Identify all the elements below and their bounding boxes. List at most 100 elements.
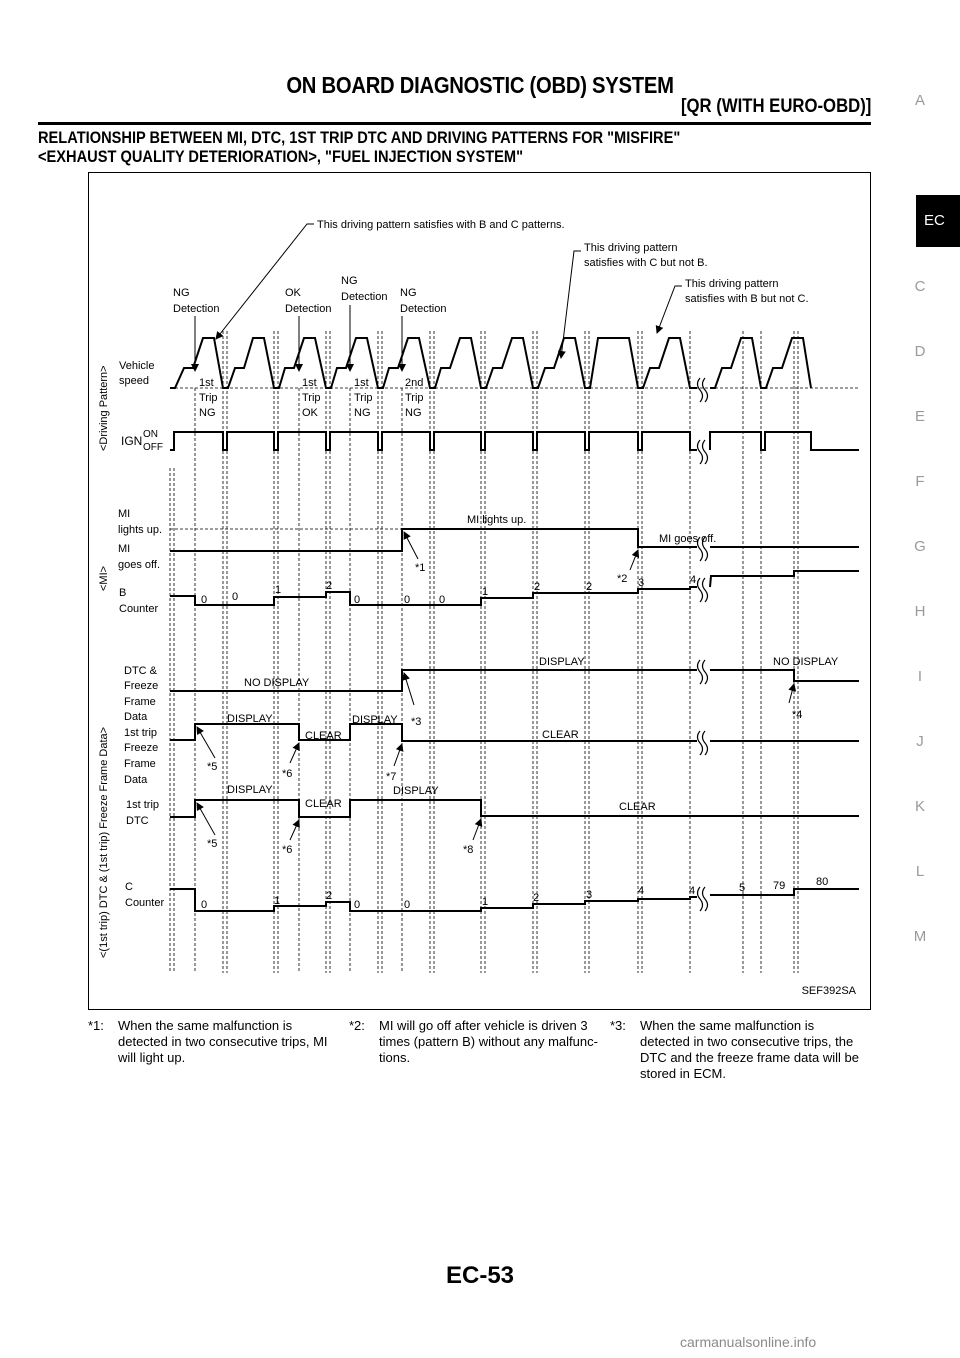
svg-text:*7: *7: [386, 771, 396, 783]
ign-signal: [170, 431, 859, 451]
svg-text:Trip: Trip: [199, 392, 218, 404]
tab-j[interactable]: J: [916, 733, 924, 750]
svg-text:*5: *5: [207, 761, 217, 773]
svg-text:0: 0: [354, 594, 360, 606]
svg-text:4: 4: [638, 885, 644, 897]
svg-text:Trip: Trip: [405, 392, 424, 404]
svg-text:NG: NG: [199, 407, 216, 419]
svg-text:DTC: DTC: [126, 815, 149, 827]
svg-text:3: 3: [586, 889, 592, 901]
svg-text:Counter: Counter: [125, 897, 164, 909]
svg-text:CLEAR: CLEAR: [619, 801, 656, 813]
tab-ec-active[interactable]: EC: [916, 195, 960, 247]
section-title: RELATIONSHIP BETWEEN MI, DTC, 1ST TRIP D…: [38, 128, 760, 166]
timing-diagram: This driving pattern satisfies with B an…: [98, 219, 859, 973]
b-counter-values: 0 0 1 2 0 0 0 1 2 2 3 4: [201, 574, 696, 606]
svg-text:DISPLAY: DISPLAY: [352, 714, 398, 726]
callout-arrows: [215, 223, 682, 359]
svg-text:Vehicle: Vehicle: [119, 360, 154, 372]
svg-text:Frame: Frame: [124, 758, 156, 770]
break-symbols: [696, 377, 709, 912]
tab-e[interactable]: E: [914, 408, 925, 425]
header-divider: [38, 122, 871, 125]
callout-bc: This driving pattern satisfies with B an…: [317, 219, 565, 231]
svg-text:OFF: OFF: [143, 442, 163, 453]
tab-d[interactable]: D: [914, 343, 926, 360]
watermark[interactable]: carmanualsonline.info: [680, 1334, 817, 1350]
svg-text:2: 2: [326, 890, 332, 902]
svg-text:1st trip: 1st trip: [126, 799, 159, 811]
tab-k[interactable]: K: [914, 798, 925, 815]
svg-text:speed: speed: [119, 375, 149, 387]
svg-text:Counter: Counter: [119, 603, 158, 615]
page-header-title: ON BOARD DIAGNOSTIC (OBD) SYSTEM: [286, 72, 674, 98]
b-counter-signal: [170, 570, 859, 606]
callout-c-not-b-1: This driving pattern: [584, 242, 678, 254]
svg-text:0: 0: [439, 594, 445, 606]
footnote-2: *2: MI will go off after vehicle is driv…: [349, 1018, 598, 1065]
marker-arrows: [196, 531, 797, 841]
c-counter-values: 0 1 2 0 0 1 2 3 4 4 5 79 80: [201, 876, 828, 911]
svg-text:lights up.: lights up.: [118, 524, 162, 536]
svg-text:*1: *1: [415, 562, 425, 574]
detection-label: Detection: [400, 303, 446, 315]
svg-text:DISPLAY: DISPLAY: [227, 784, 273, 796]
svg-text:DISPLAY: DISPLAY: [227, 713, 273, 725]
svg-text:1: 1: [482, 586, 488, 598]
svg-text:CLEAR: CLEAR: [305, 730, 342, 742]
svg-text:79: 79: [773, 880, 785, 892]
detection-label: OK: [285, 287, 302, 299]
svg-text:DISPLAY: DISPLAY: [393, 785, 439, 797]
tab-h[interactable]: H: [914, 603, 926, 620]
tab-g[interactable]: G: [914, 538, 926, 555]
tab-l[interactable]: L: [915, 863, 925, 880]
footnote-1: *1: When the same malfunction is detecte…: [88, 1018, 328, 1065]
svg-text:Trip: Trip: [354, 392, 373, 404]
tab-i[interactable]: I: [917, 668, 923, 685]
tab-a[interactable]: A: [914, 92, 925, 109]
figure-id: SEF392SA: [801, 985, 856, 997]
svg-text:1: 1: [274, 895, 280, 907]
svg-text:Freeze: Freeze: [124, 742, 158, 754]
mi-signal: [170, 528, 859, 552]
detection-arrows: [191, 305, 406, 372]
grid-lines: [169, 331, 799, 973]
signal-labels: MI lights up. MI goes off. NO DISPLAY DI…: [227, 514, 839, 813]
svg-text:*8: *8: [463, 844, 473, 856]
page-header-subtitle: [QR (WITH EURO-OBD)]: [680, 96, 871, 117]
timing-diagram-figure: This driving pattern satisfies with B an…: [88, 172, 871, 1010]
svg-text:0: 0: [201, 899, 207, 911]
tab-m[interactable]: M: [913, 928, 927, 945]
footnote-markers: *1 *2 *3 *4 *5 *6 *7 *5 *6 *8: [207, 562, 802, 856]
svg-text:1: 1: [482, 896, 488, 908]
callout-c-not-b-2: satisfies with C but not B.: [584, 257, 708, 269]
svg-text:1st: 1st: [302, 377, 317, 389]
svg-text:1st: 1st: [354, 377, 369, 389]
svg-text:2: 2: [586, 581, 592, 593]
footnote-3: *3: When the same malfunction is detecte…: [610, 1018, 859, 1081]
svg-text:Data: Data: [124, 774, 148, 786]
tab-f[interactable]: F: [915, 473, 925, 490]
footnotes: *1: When the same malfunction is detecte…: [88, 1018, 871, 1082]
svg-text:MI lights up.: MI lights up.: [467, 514, 526, 526]
section-title-line1: RELATIONSHIP BETWEEN MI, DTC, 1ST TRIP D…: [38, 128, 681, 147]
svg-text:2: 2: [326, 580, 332, 592]
svg-text:Trip: Trip: [302, 392, 321, 404]
svg-text:C: C: [125, 881, 133, 893]
row-labels: Vehicle speed IGN ON OFF MI lights up. M…: [118, 360, 164, 909]
section-index-tabs: A EC C D E F G H I J K L M: [880, 0, 960, 1358]
first-trip-dtc-signal: [170, 799, 859, 818]
svg-text:2: 2: [534, 581, 540, 593]
group-label-dtc: <(1st trip) DTC & (1st trip) Freeze Fram…: [98, 727, 110, 958]
tab-c[interactable]: C: [914, 278, 926, 295]
svg-text:NG: NG: [354, 407, 371, 419]
svg-text:MI goes off.: MI goes off.: [659, 533, 716, 545]
svg-text:CLEAR: CLEAR: [305, 798, 342, 810]
svg-text:goes off.: goes off.: [118, 559, 160, 571]
svg-text:1st: 1st: [199, 377, 214, 389]
svg-text:OK: OK: [302, 407, 319, 419]
svg-text:Frame: Frame: [124, 696, 156, 708]
c-counter-signal: [170, 888, 859, 912]
svg-text:4: 4: [690, 574, 696, 586]
svg-text:1: 1: [275, 584, 281, 596]
